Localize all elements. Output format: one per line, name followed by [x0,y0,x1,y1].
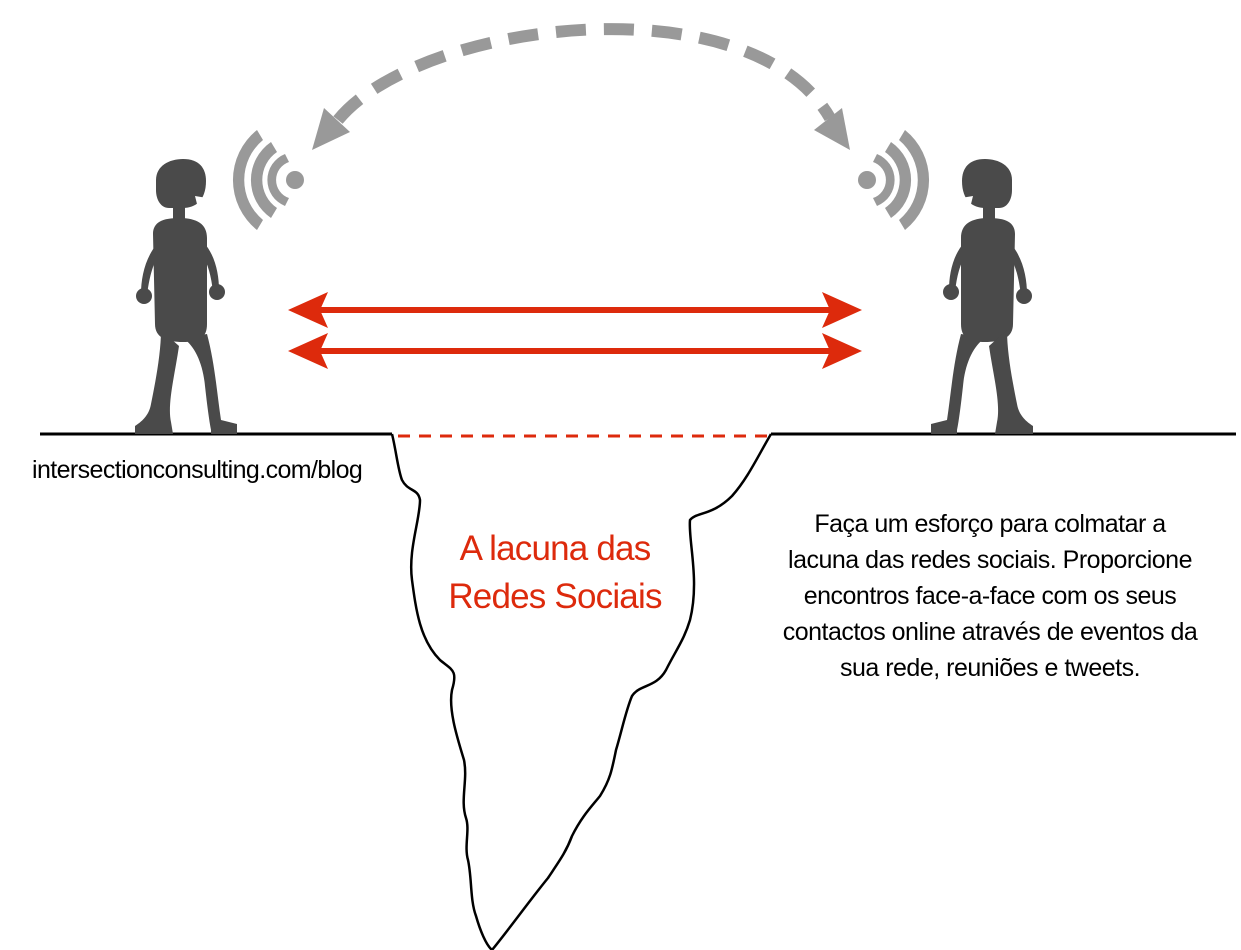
advice-line: lacuna das redes sociais. Proporcione [788,546,1192,574]
online-connection-arc [333,23,836,124]
right-signal-icon [858,130,930,230]
arc-arrowhead-left [312,108,350,150]
advice-text: Faça um esforço para colmatar a lacuna d… [740,506,1240,686]
left-person-icon [135,159,237,434]
gap-title-line: Redes Sociais [448,577,662,616]
chasm-outline [390,433,773,950]
arc-arrowhead-right [814,108,850,150]
advice-line: encontros face-a-face com os seus [803,582,1177,610]
source-credit: intersectionconsulting.com/blog [32,456,363,484]
face-to-face-arrow-top [288,292,862,328]
advice-line: Faça um esforço para colmatar a [814,510,1166,538]
advice-line: sua rede, reuniões e tweets. [839,654,1141,682]
gap-title: A lacuna das Redes Sociais [430,525,680,621]
advice-line: contactos online através de eventos da [782,618,1198,646]
left-signal-icon [232,130,304,230]
face-to-face-arrow-bottom [288,333,862,369]
gap-title-line: A lacuna das [459,529,652,568]
right-person-icon [931,159,1033,434]
